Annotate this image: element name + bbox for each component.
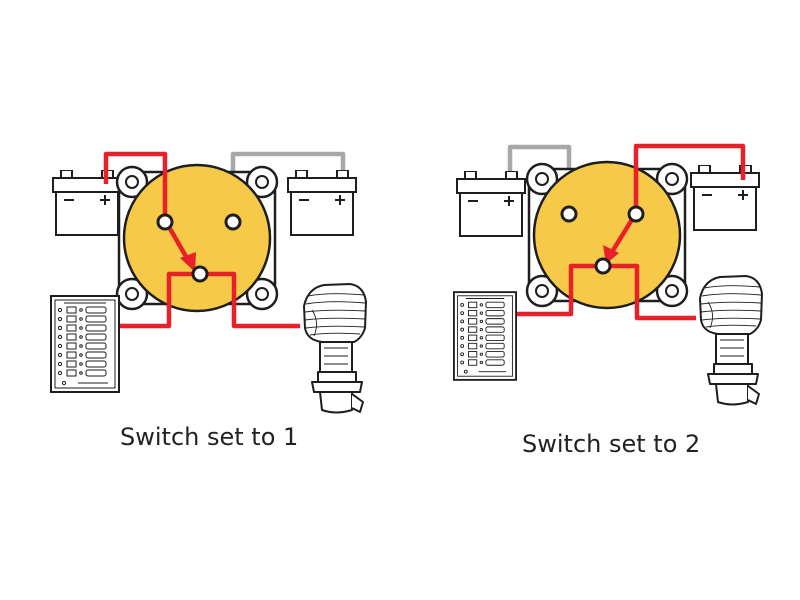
terminal-common <box>191 265 209 283</box>
terminal-1 <box>156 213 174 231</box>
terminal-common <box>594 257 612 275</box>
diagram-switch-2 <box>453 143 764 406</box>
caption-switch-1: Switch set to 1 <box>120 423 299 451</box>
battery-switch-icon <box>115 163 279 313</box>
wire-battery-1-active <box>103 151 168 220</box>
terminal-2 <box>627 205 645 223</box>
diagram-switch-1 <box>50 151 367 414</box>
wire-to-panel <box>120 271 200 329</box>
battery-switch-icon <box>525 160 689 310</box>
battery-2-icon <box>287 170 357 236</box>
wire-to-panel <box>517 263 603 317</box>
breaker-panel-icon <box>453 291 517 381</box>
terminal-2 <box>224 213 242 231</box>
breaker-panel-icon <box>50 295 120 393</box>
selector-arrowhead <box>180 252 196 272</box>
outboard-motor-icon <box>303 283 367 414</box>
wire-to-motor <box>200 271 300 329</box>
outboard-motor-icon <box>698 274 764 406</box>
battery-1-icon <box>456 171 526 237</box>
terminal-1 <box>560 205 578 223</box>
wire-battery-2-active <box>633 143 746 213</box>
wire-to-motor <box>603 263 696 321</box>
caption-switch-2: Switch set to 2 <box>522 430 701 458</box>
battery-2-icon <box>690 165 760 231</box>
battery-1-icon <box>52 170 122 236</box>
